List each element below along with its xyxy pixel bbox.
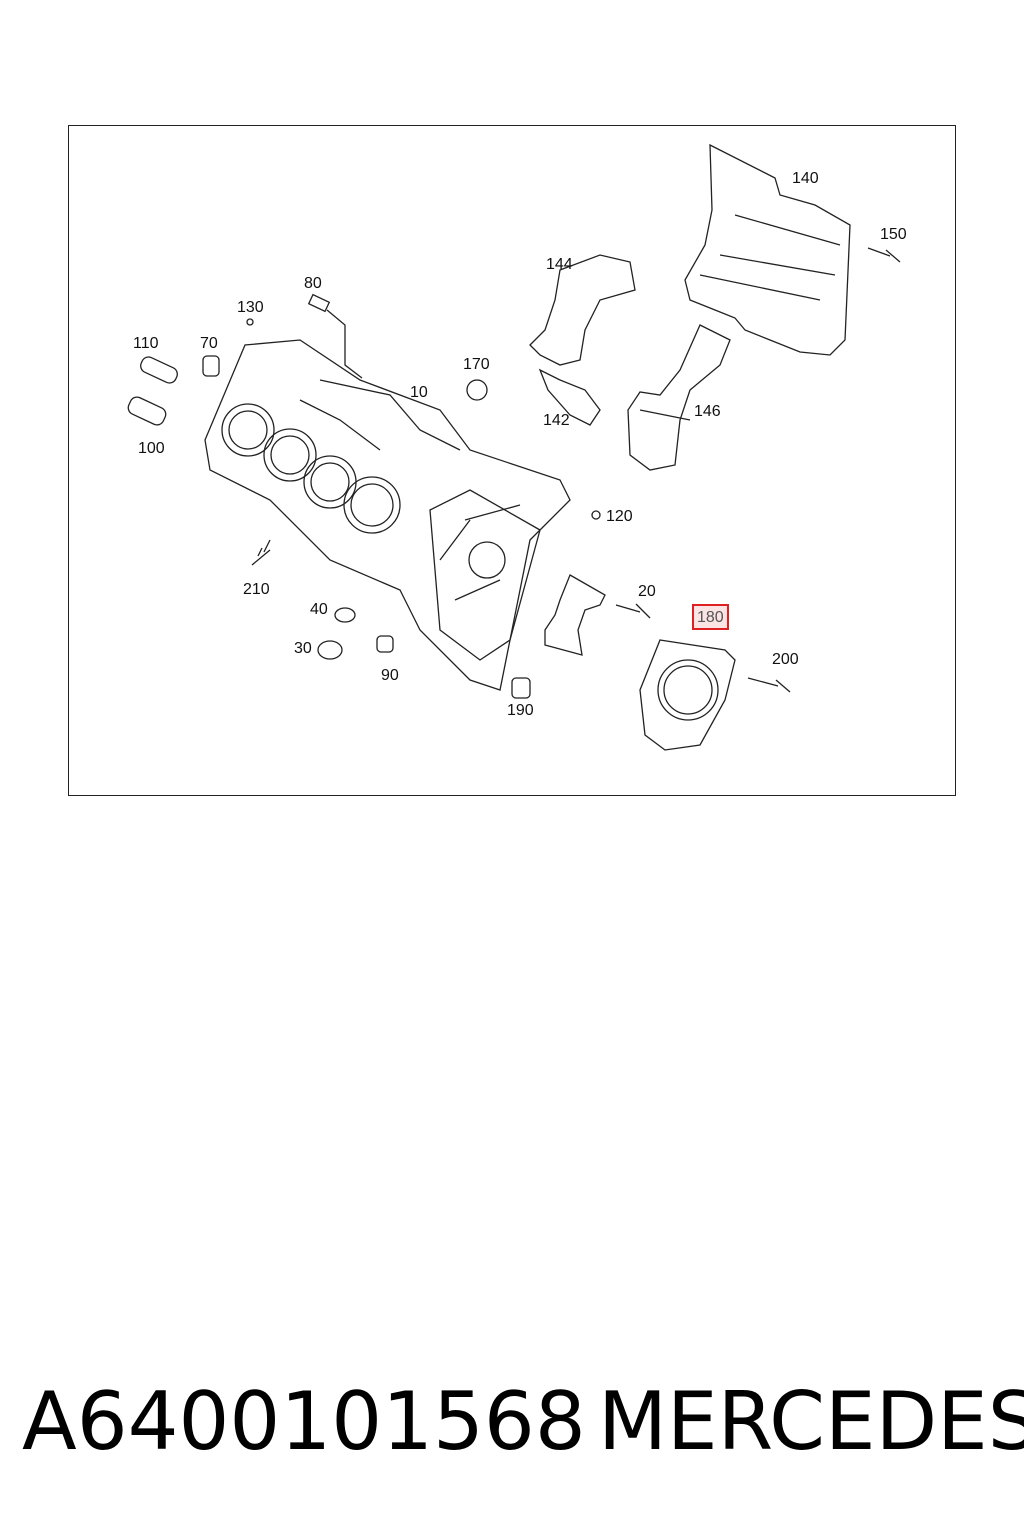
oil-pan-baffle-drawing	[684, 143, 851, 356]
callout-90: 90	[381, 667, 399, 684]
callout-190: 190	[507, 702, 534, 719]
bracket-146-drawing	[627, 324, 731, 471]
callout-142: 142	[543, 412, 570, 429]
callout-180-highlighted: 180	[692, 604, 729, 630]
callout-146: 146	[694, 403, 721, 420]
callout-120: 120	[606, 508, 633, 525]
callout-10: 10	[410, 384, 428, 401]
brand-name: MERCEDES	[598, 1375, 1024, 1468]
part-number: A6400101568	[22, 1375, 586, 1468]
callout-30: 30	[294, 640, 312, 657]
bracket-144-drawing	[529, 254, 636, 426]
exploded-parts-diagram	[127, 143, 901, 751]
product-caption: A6400101568 MERCEDES	[22, 1372, 1024, 1472]
callout-100: 100	[138, 440, 165, 457]
callout-144: 144	[546, 256, 573, 273]
callout-150: 150	[880, 226, 907, 243]
callout-110: 110	[133, 335, 159, 352]
callout-130: 130	[237, 299, 264, 316]
callout-200: 200	[772, 651, 799, 668]
callout-40: 40	[310, 601, 328, 618]
bearing-cap-drawing	[544, 574, 606, 656]
seal-carrier-drawing	[639, 639, 736, 751]
callout-70: 70	[200, 335, 218, 352]
callout-140: 140	[792, 170, 819, 187]
small-parts-drawing	[127, 247, 901, 699]
diagram-frame	[68, 125, 956, 796]
callout-170: 170	[463, 356, 490, 373]
callout-20: 20	[638, 583, 656, 600]
engine-block-drawing	[204, 339, 571, 691]
callout-210: 210	[243, 581, 270, 598]
callout-80: 80	[304, 275, 322, 292]
